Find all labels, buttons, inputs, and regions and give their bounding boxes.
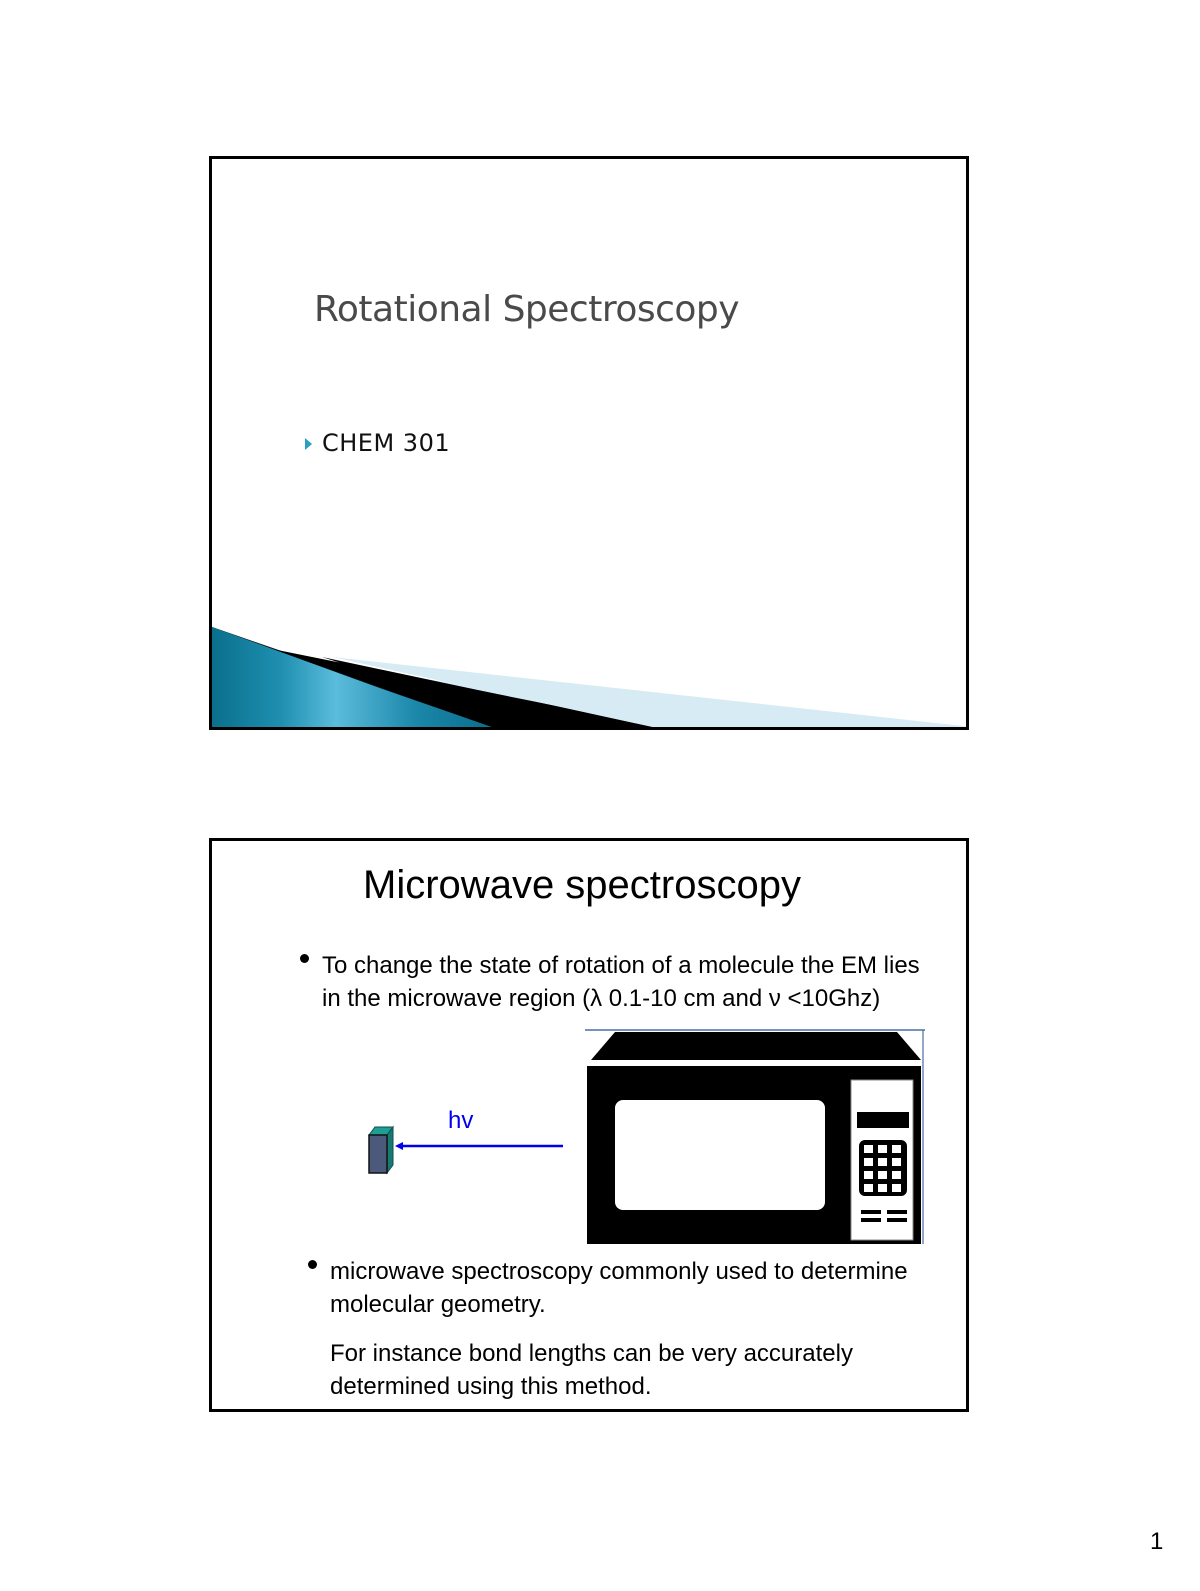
slide-title: Rotational Spectroscopy (314, 289, 740, 330)
photon-arrow-icon (395, 1142, 563, 1150)
decorative-swoosh-icon (212, 627, 966, 727)
bullet-item: CHEM 301 (305, 429, 450, 457)
slide-paragraph: For instance bond lengths can be very ac… (330, 1340, 853, 1400)
bullet-text: To change the state of rotation of a mol… (322, 952, 920, 1012)
bullet-text: CHEM 301 (322, 429, 451, 457)
bullet-dot-icon (308, 1260, 317, 1269)
triangle-bullet-icon (305, 438, 312, 450)
bullet-dot-icon (300, 954, 309, 963)
slide-title: Microwave spectroscopy (363, 863, 801, 907)
bullet-item: microwave spectroscopy commonly used to … (308, 1255, 928, 1321)
photon-label: hv (448, 1107, 474, 1134)
slide-2: Microwave spectroscopy To change the sta… (209, 838, 969, 1412)
slide-1: Rotational Spectroscopy CHEM 301 (209, 156, 969, 730)
microwave-oven-icon (585, 1029, 925, 1244)
molecule-box-icon (368, 1125, 394, 1175)
bullet-item: To change the state of rotation of a mol… (300, 949, 940, 1015)
bullet-text: microwave spectroscopy commonly used to … (330, 1258, 908, 1318)
page-number: 1 (1150, 1528, 1164, 1555)
